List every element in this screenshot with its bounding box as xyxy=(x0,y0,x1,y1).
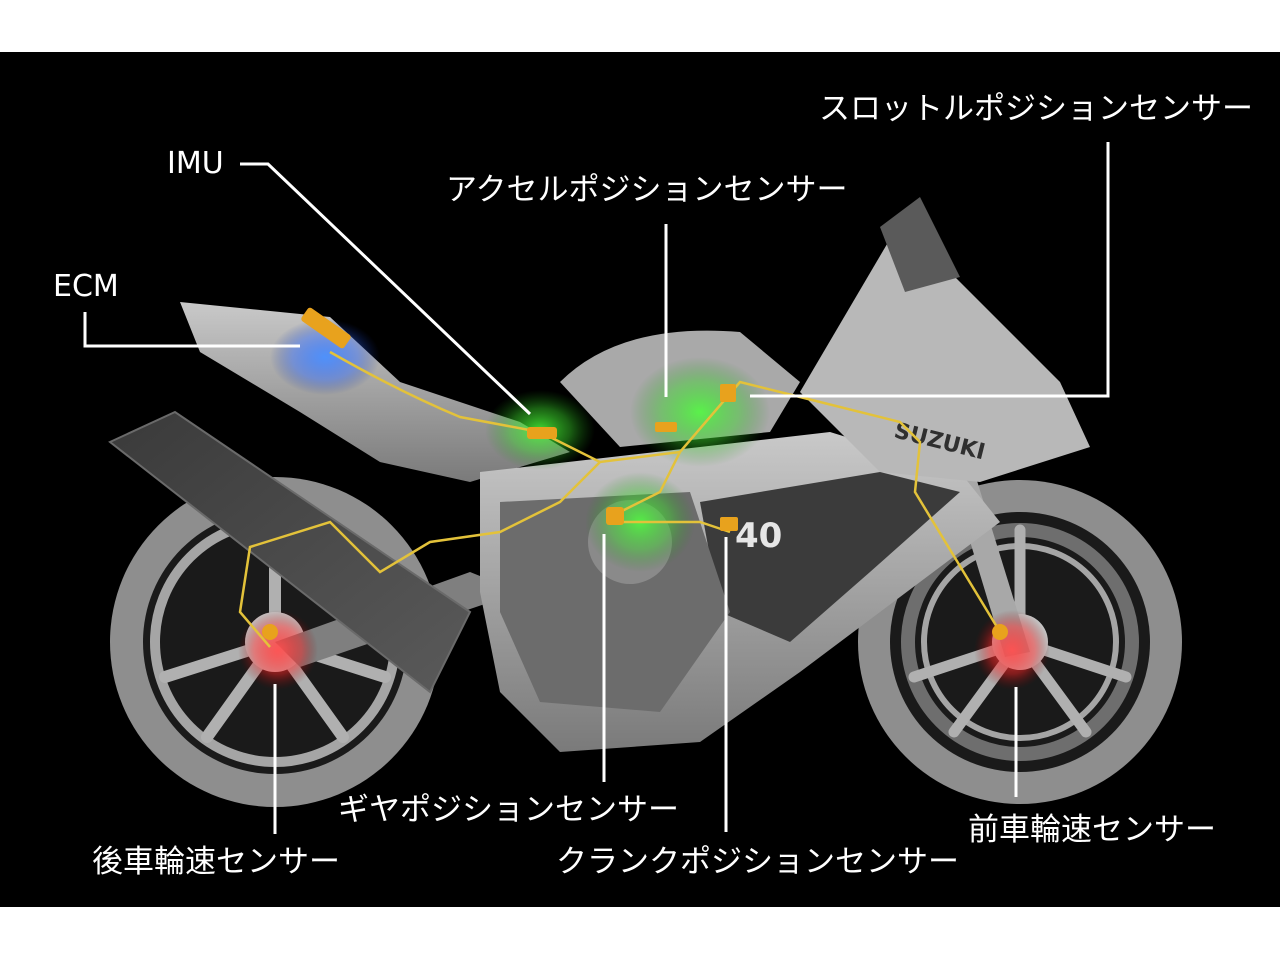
ecm-glow xyxy=(270,319,380,395)
side-panel xyxy=(700,472,960,642)
windscreen xyxy=(880,197,960,292)
leader-lines xyxy=(83,142,1110,834)
motorcycle-illustration: SUZUKI 40 xyxy=(83,142,1182,834)
ecm-leader xyxy=(83,312,300,348)
diagram-frame: SUZUKI 40 IM xyxy=(0,52,1280,907)
wiring-rear xyxy=(238,461,601,648)
gear-part xyxy=(606,507,624,525)
ecm-label: ECM xyxy=(53,269,119,304)
exhaust xyxy=(108,410,472,694)
front-speed-glow xyxy=(974,610,1050,690)
gear-sensor-label: ギヤポジションセンサー xyxy=(338,792,679,828)
imu-leader xyxy=(240,162,532,416)
imu-part xyxy=(527,427,557,439)
fairing-number: 40 xyxy=(735,516,782,556)
rear-speed-part xyxy=(262,624,278,640)
accel-glow xyxy=(630,357,770,467)
accel-part xyxy=(655,422,677,432)
front-speed-part xyxy=(992,624,1008,640)
rear-speed-glow xyxy=(238,610,318,690)
crank-sensor-label: クランクポジションセンサー xyxy=(556,844,959,880)
upper-fairing xyxy=(800,222,1090,482)
imu-label: IMU xyxy=(167,146,224,181)
front-wheel-speed-sensor-label: 前車輪速センサー xyxy=(968,812,1216,848)
accel-sensor-label: アクセルポジションセンサー xyxy=(446,172,848,208)
throttle-sensor-label: スロットルポジションセンサー xyxy=(819,91,1253,127)
throttle-leader xyxy=(750,142,1110,398)
ecm-part xyxy=(301,307,351,349)
crank-part xyxy=(720,517,738,531)
rear-wheel-speed-sensor-label: 後車輪速センサー xyxy=(92,844,340,880)
throttle-part xyxy=(720,384,736,402)
